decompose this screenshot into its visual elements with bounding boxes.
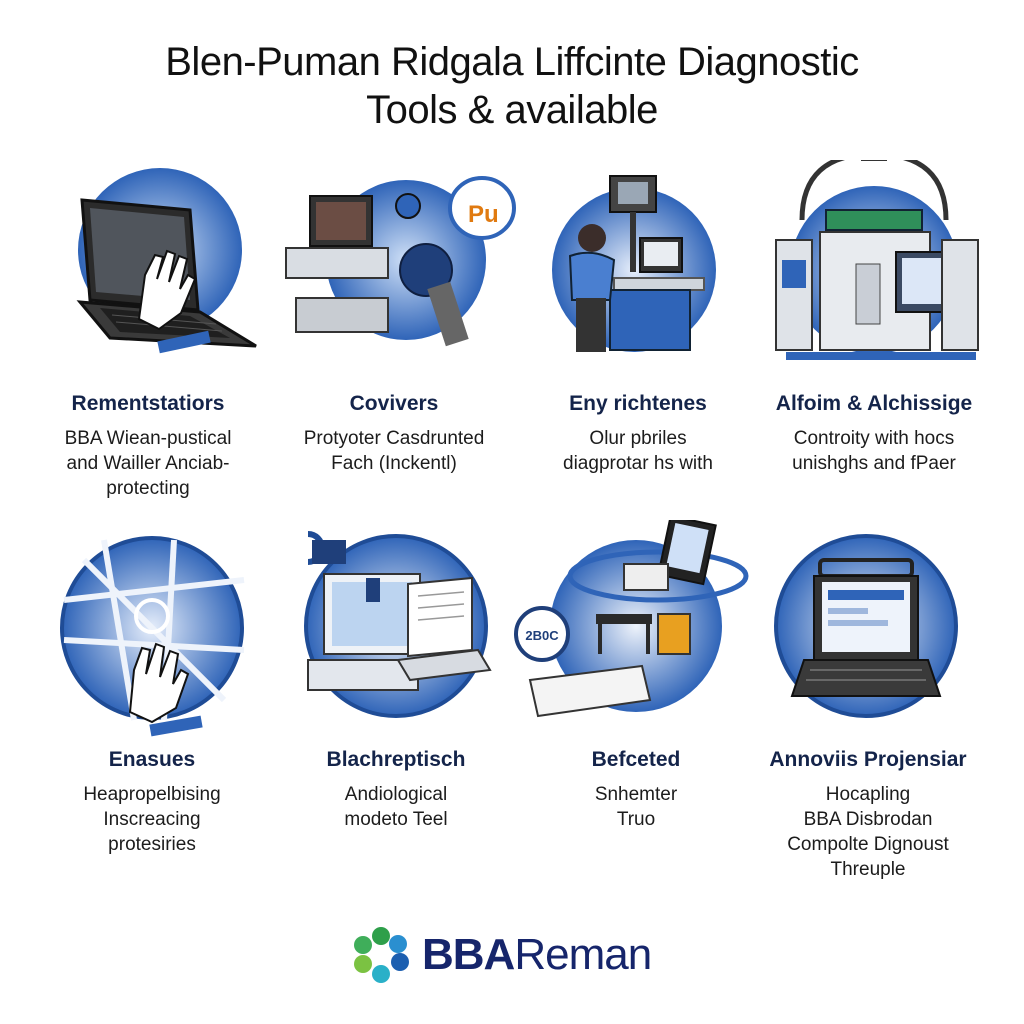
card-description: BBA Wiean-pustical and Wailler Anciab- p… [64,428,232,499]
card-description: Hocapling BBA Disbrodan Compolte Dignous… [787,784,949,880]
badge-text: 2B0C [525,628,559,643]
technician-workstation-icon [510,160,766,390]
title-line-1: Blen-Puman Ridgala Liffcinte Diagnostic [165,40,859,84]
diagnostic-station-icon [746,160,1002,390]
brand-wordmark: BBAReman [422,930,652,979]
devices-orbit-icon: 2B0C [508,520,764,750]
card-heading: Rementstatiors [71,392,225,415]
laptop-hand-icon [20,160,276,390]
flower-logo-icon [354,927,409,983]
card-heading: Befceted [591,748,681,771]
card-description: Heapropelbising Inscreacing protesiries [83,784,221,855]
card-description: Protyoter Casdrunted Fach (Inckentl) [303,428,485,474]
scanner-laptop-icon [268,520,524,750]
card-description: Olur pbriles diagprotar hs with [563,428,713,474]
tool-card: Alfoim & Alchissige Controity with hocs … [746,160,1002,520]
brand-logo: BBAReman [350,920,690,990]
card-heading: Covivers [349,392,439,415]
tool-card: 2B0C Befceted Snhemter Truo [508,520,764,880]
hand-mechanism-icon [24,520,280,750]
card-description: Snhemter Truo [594,784,678,830]
laptop-screen-icon [740,520,996,750]
card-description: Andiological modeto Teel [344,784,448,830]
tool-card: Enasues Heapropelbising Inscreacing prot… [24,520,280,880]
diagnostic-machines-icon: Pu [266,160,522,390]
page-title: Blen-Puman Ridgala Liffcinte Diagnostic … [0,38,1024,134]
card-heading: Blachreptisch [326,748,466,771]
tool-card: Rementstatiors BBA Wiean-pustical and Wa… [20,160,276,520]
tool-card: Pu Covivers Protyoter Casdrunted Fach (I… [266,160,522,520]
title-line-2: Tools & available [366,88,658,132]
card-description: Controity with hocs unishghs and fPaer [792,428,956,474]
card-heading: Annoviis Projensiar [769,748,967,771]
card-heading: Eny richtenes [569,392,707,415]
tool-card: Eny richtenes Olur pbriles diagprotar hs… [510,160,766,520]
badge-text: Pu [468,201,499,228]
card-heading: Alfoim & Alchissige [775,392,973,415]
tool-card: Annoviis Projensiar Hocapling BBA Disbro… [740,520,996,900]
tool-card: Blachreptisch Andiological modeto Teel [268,520,524,880]
card-heading: Enasues [108,748,196,771]
